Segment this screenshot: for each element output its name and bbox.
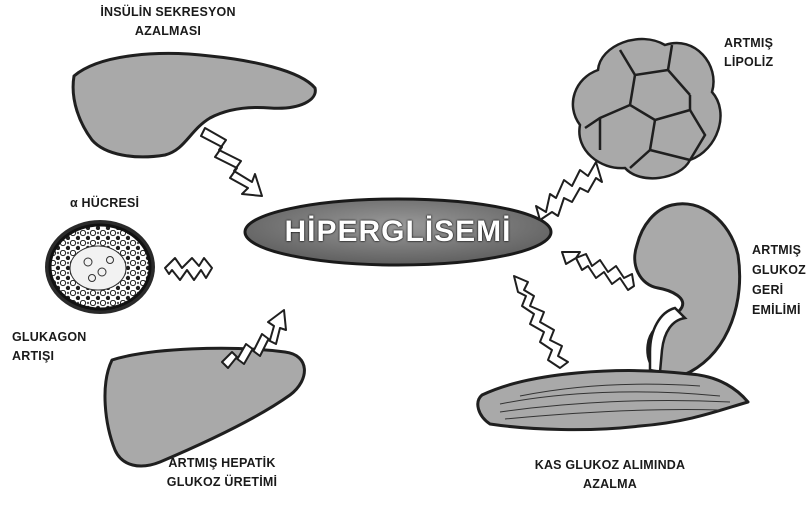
kidney-label-line4: EMİLİMİ — [752, 300, 806, 320]
glucagon-label: GLUKAGON ARTIŞI — [12, 328, 87, 366]
kidney-label: ARTMIŞ GLUKOZ GERİ EMİLİMİ — [752, 240, 806, 320]
muscle-label: KAS GLUKOZ ALIMINDA AZALMA — [526, 456, 694, 494]
glucagon-label-line2: ARTIŞI — [12, 347, 87, 366]
muscle-shape — [478, 371, 748, 430]
lipolysis-label-line1: ARTMIŞ — [724, 34, 773, 53]
liver-label-line2: GLUKOZ ÜRETİMİ — [162, 473, 282, 492]
muscle-label-line1: KAS GLUKOZ ALIMINDA — [526, 456, 694, 475]
liver-label-line1: ARTMIŞ HEPATİK — [162, 454, 282, 473]
arrow-pancreas — [201, 128, 262, 196]
lipolysis-label-line2: LİPOLİZ — [724, 53, 773, 72]
alpha-cell-label: α HÜCRESİ — [70, 194, 139, 213]
arrow-kidney — [562, 252, 634, 290]
liver-label: ARTMIŞ HEPATİK GLUKOZ ÜRETİMİ — [162, 454, 282, 492]
adipose-cluster — [573, 39, 721, 178]
liver-shape — [105, 348, 304, 466]
kidney-label-line2: GLUKOZ — [752, 260, 806, 280]
pancreas-shape — [73, 53, 315, 156]
arrow-alpha-cell — [165, 258, 212, 280]
pancreas-label-line2: AZALMASI — [94, 22, 242, 41]
pancreas-label: İNSÜLİN SEKRESYON AZALMASI — [94, 3, 242, 41]
pancreas-label-line1: İNSÜLİN SEKRESYON — [94, 3, 242, 22]
lipolysis-label: ARTMIŞ LİPOLİZ — [724, 34, 773, 72]
arrow-adipose — [536, 162, 602, 220]
alpha-cell-islet — [45, 220, 155, 314]
glucagon-label-line1: GLUKAGON — [12, 328, 87, 347]
muscle-label-line2: AZALMA — [526, 475, 694, 494]
center-title: HİPERGLİSEMİ — [252, 203, 544, 261]
kidney-label-line3: GERİ — [752, 280, 806, 300]
kidney-label-line1: ARTMIŞ — [752, 240, 806, 260]
arrow-muscle — [514, 276, 568, 368]
